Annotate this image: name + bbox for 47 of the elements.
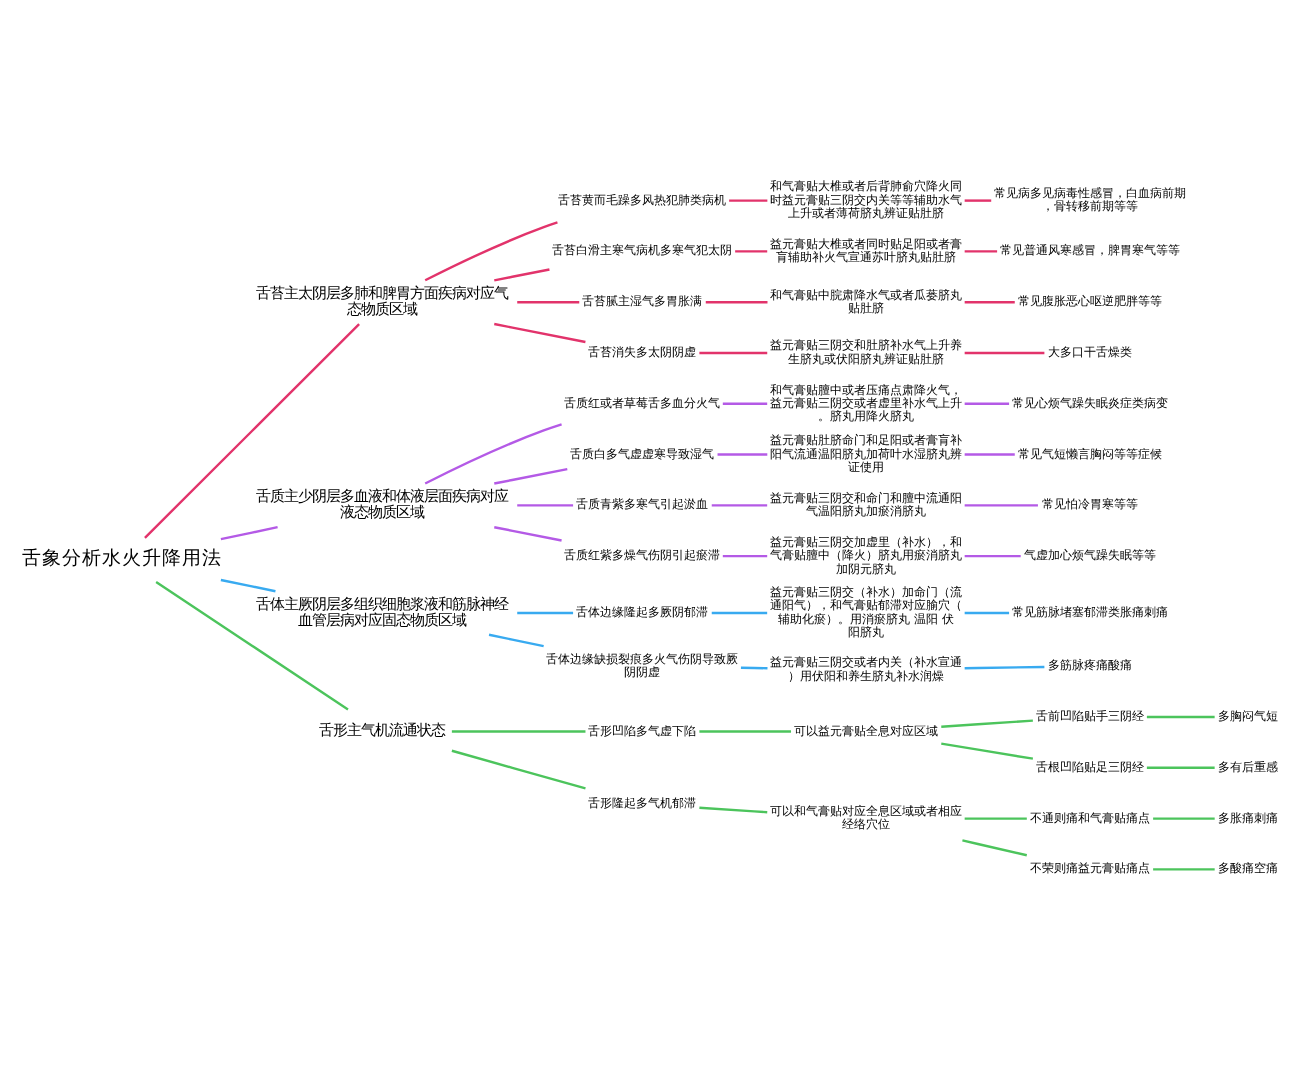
connector	[451, 730, 586, 733]
connector	[964, 611, 1010, 615]
connector	[517, 301, 580, 304]
connector	[941, 742, 1034, 760]
connector	[964, 817, 1027, 820]
connector	[220, 526, 278, 541]
connector	[517, 611, 574, 615]
connector	[941, 719, 1033, 728]
connector	[729, 199, 768, 202]
connector	[424, 221, 558, 282]
connector	[964, 351, 1045, 355]
connector	[964, 554, 1021, 558]
connector	[494, 467, 568, 485]
connector	[494, 322, 586, 344]
connector	[424, 423, 562, 485]
connector	[964, 301, 1015, 304]
connector	[1153, 817, 1215, 820]
connector	[711, 611, 768, 615]
connector	[517, 504, 574, 507]
connector	[962, 839, 1028, 857]
connector	[494, 526, 562, 542]
connector	[964, 504, 1038, 507]
connector	[699, 806, 768, 814]
connector	[717, 453, 768, 456]
connector	[699, 730, 792, 733]
connector	[964, 665, 1045, 670]
connector	[740, 666, 768, 670]
connector	[964, 402, 1010, 405]
connector	[1153, 868, 1215, 871]
node-text: 舌象分析水火升降用法	[21, 548, 222, 571]
connector	[964, 199, 992, 202]
connector	[711, 504, 768, 507]
connector	[1146, 715, 1215, 719]
connector	[220, 578, 276, 593]
connector	[964, 453, 1015, 456]
connector	[699, 351, 768, 355]
connector	[494, 268, 550, 282]
connector	[722, 402, 768, 405]
connector	[1146, 766, 1215, 769]
connector	[705, 301, 768, 304]
connector	[964, 250, 998, 253]
connector	[488, 633, 544, 648]
connector	[144, 323, 360, 539]
connector	[735, 250, 768, 253]
connector	[155, 580, 349, 711]
connector	[451, 749, 586, 790]
connector	[722, 554, 768, 558]
